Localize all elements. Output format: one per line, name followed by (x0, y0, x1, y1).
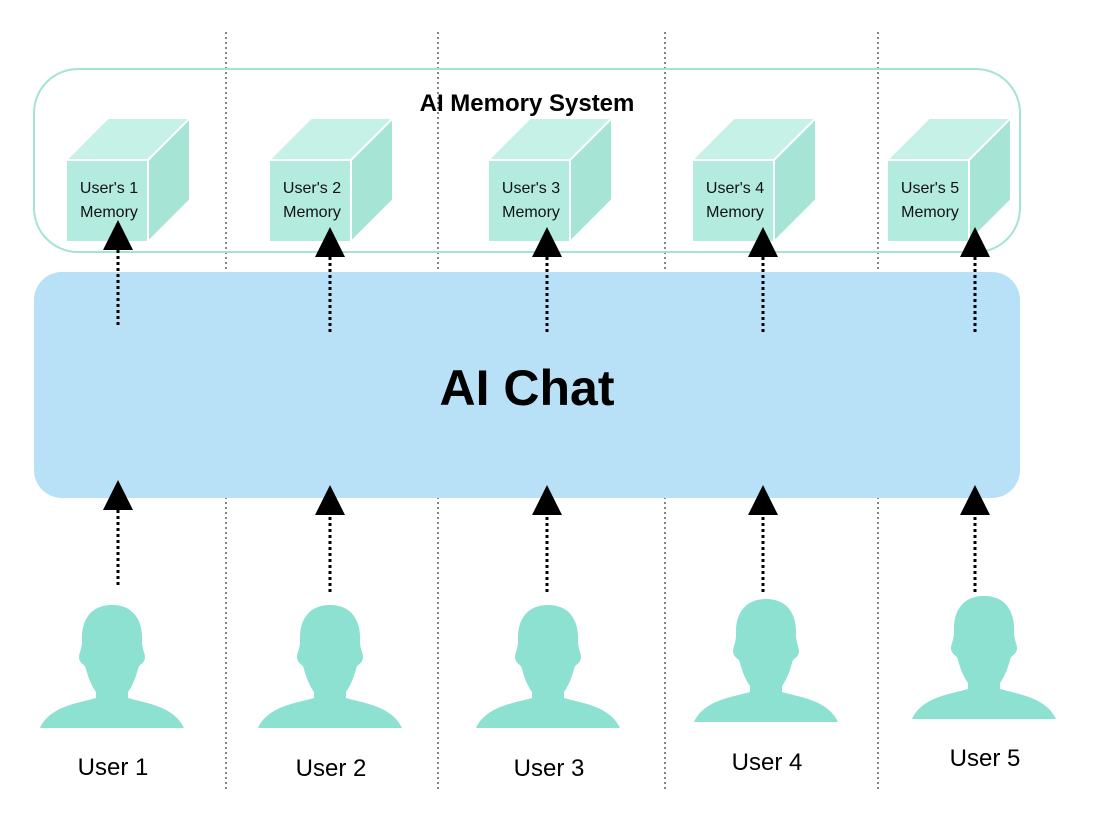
memory-label-line1: User's 5 (901, 180, 959, 197)
user-to-chat-arrows (103, 480, 990, 592)
memory-label-line2: Memory (901, 204, 959, 221)
user-5-avatar-icon (912, 596, 1056, 719)
memory-label-line2: Memory (80, 204, 138, 221)
memory-cube-3: User's 3 Memory (485, 115, 615, 245)
user-1-avatar-icon (40, 605, 184, 728)
user-1-label: User 1 (78, 754, 149, 781)
memory-label-line1: User's 4 (706, 180, 764, 197)
memory-cube-1: User's 1 Memory (63, 115, 193, 245)
ai-chat-bar (34, 272, 1020, 498)
memory-label-line1: User's 1 (80, 180, 138, 197)
user-3-label: User 3 (514, 755, 585, 782)
memory-label-line1: User's 3 (502, 180, 560, 197)
memory-label-line2: Memory (502, 204, 560, 221)
memory-label-line1: User's 2 (283, 180, 341, 197)
user-5-label: User 5 (950, 745, 1021, 772)
user-3-avatar-icon (476, 605, 620, 728)
user-2-avatar-icon (258, 605, 402, 728)
memory-cube-5: User's 5 Memory (884, 115, 1014, 245)
user-4-avatar-icon (694, 599, 838, 722)
memory-label-line2: Memory (283, 204, 341, 221)
memory-cube-4: User's 4 Memory (689, 115, 819, 245)
memory-system-container (33, 68, 1021, 253)
memory-cube-2: User's 2 Memory (266, 115, 396, 245)
user-4-label: User 4 (732, 749, 803, 776)
ai-chat-title: AI Chat (440, 360, 615, 416)
memory-system-title: AI Memory System (420, 90, 635, 117)
chat-to-memory-arrows (103, 220, 990, 332)
user-2-label: User 2 (296, 755, 367, 782)
memory-label-line2: Memory (706, 204, 764, 221)
